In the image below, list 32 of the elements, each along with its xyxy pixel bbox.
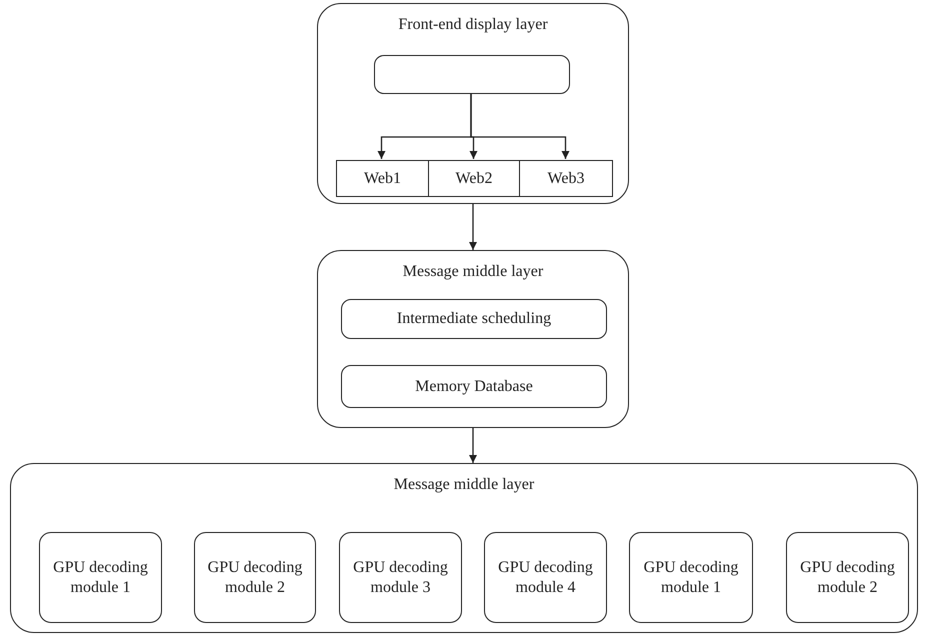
module-box — [629, 532, 753, 623]
module-box — [194, 532, 316, 623]
node-label: Memory Database — [414, 376, 534, 396]
layer-title: Message middle layer — [392, 475, 536, 495]
node-label: GPU decoding module 1 — [642, 558, 740, 598]
module-box — [339, 532, 462, 623]
web-box — [429, 160, 520, 197]
layer-title: Message middle layer — [402, 262, 544, 282]
node-label: GPU decoding module 1 — [52, 558, 149, 598]
arrow — [470, 93, 570, 159]
node-label: GPU decoding module 4 — [497, 558, 594, 598]
node-label: Web3 — [546, 168, 586, 188]
arrow — [469, 204, 477, 250]
node-label: Web1 — [363, 168, 402, 188]
node-label: Intermediate scheduling — [396, 309, 552, 329]
node-label: GPU decoding module 2 — [206, 558, 304, 598]
layer-panel — [317, 250, 629, 428]
module-box — [484, 532, 607, 623]
module-box — [39, 532, 162, 623]
arrow — [469, 428, 477, 463]
empty-box — [374, 55, 570, 94]
module-box — [786, 532, 909, 623]
web-box — [336, 160, 429, 197]
node-label: GPU decoding module 2 — [799, 558, 896, 598]
web-box — [520, 160, 613, 197]
layer-panel — [317, 3, 629, 204]
node-label: Web2 — [454, 168, 494, 188]
layer-panel — [10, 463, 918, 633]
process-box — [341, 365, 607, 408]
process-box — [341, 299, 607, 339]
node-label: GPU decoding module 3 — [352, 558, 449, 598]
layer-title: Front-end display layer — [397, 15, 549, 35]
